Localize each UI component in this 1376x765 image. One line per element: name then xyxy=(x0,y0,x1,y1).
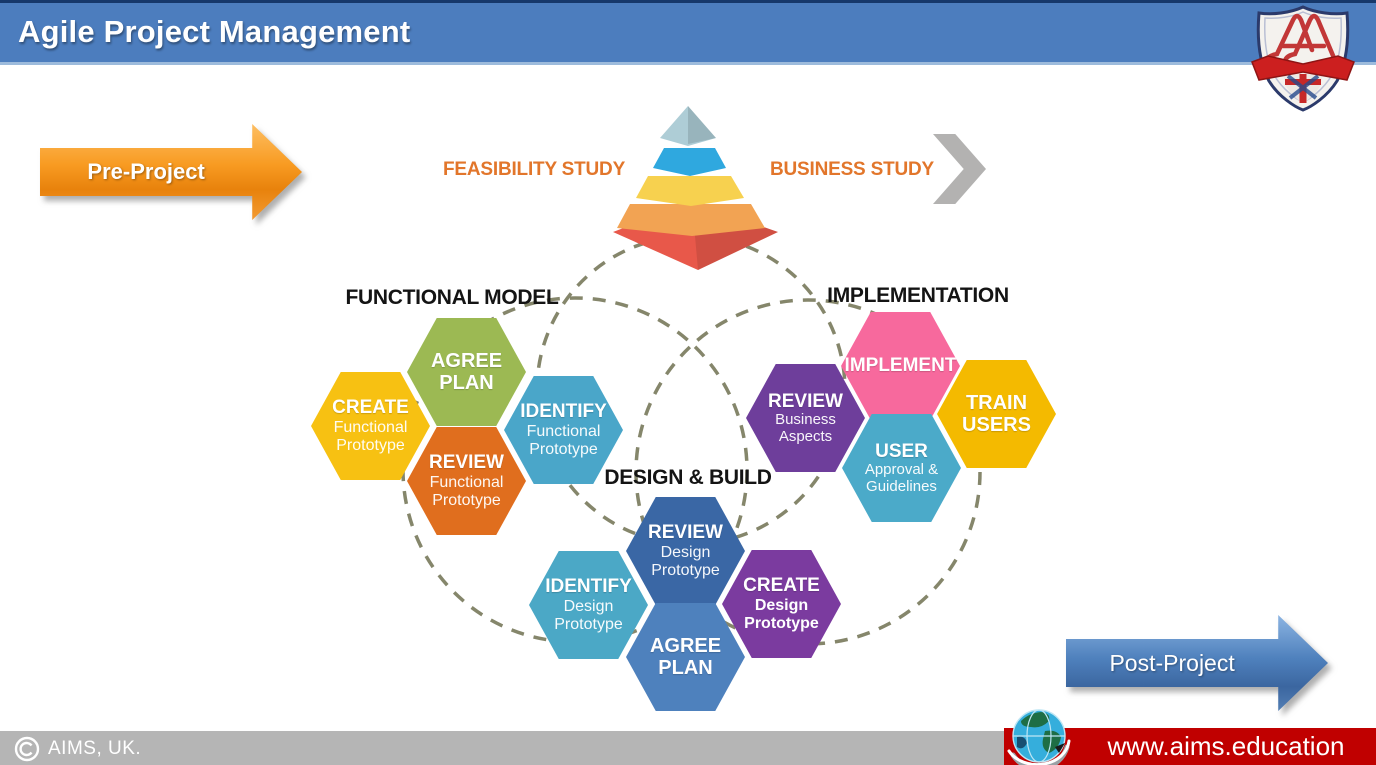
page-title: Agile Project Management xyxy=(18,14,411,49)
header-bar: Agile Project Management xyxy=(0,0,1376,65)
hexagon-agree-plan-functional: AGREE PLAN xyxy=(407,318,526,426)
business-study-label: BUSINESS STUDY xyxy=(770,159,935,180)
pre-project-arrow: Pre-Project xyxy=(40,124,302,220)
hexagon-sublabel: Guidelines xyxy=(866,477,937,495)
feasibility-study-label: FEASIBILITY STUDY xyxy=(443,159,626,180)
post-project-label: Post-Project xyxy=(1109,649,1235,676)
copyright-icon xyxy=(14,736,40,762)
hexagon-label: REVIEW xyxy=(648,522,723,544)
hexagon-sublabel: Design xyxy=(660,543,711,561)
cluster-title-functional-model: FUNCTIONAL MODEL xyxy=(345,286,559,309)
cluster-title-implementation: IMPLEMENTATION xyxy=(827,284,1009,307)
hexagon-sublabel: Prototype xyxy=(336,436,405,454)
hexagon-label: CREATE xyxy=(332,397,409,419)
hexagon-sublabel: Prototype xyxy=(554,615,623,633)
hexagon-label: PLAN xyxy=(658,657,713,679)
pre-project-label: Pre-Project xyxy=(87,159,205,184)
hexagon-label: USER xyxy=(875,440,928,462)
post-project-arrow: Post-Project xyxy=(1066,615,1328,711)
hexagon-review-functional-prototype: REVIEW Functional Prototype xyxy=(407,427,526,535)
hexagon-sublabel: Design xyxy=(754,596,809,614)
aims-crest-logo xyxy=(1251,5,1355,112)
hexagon-label: REVIEW xyxy=(429,452,504,474)
hexagon-label: IMPLEMENT xyxy=(844,355,957,377)
hexagon-label: CREATE xyxy=(743,575,820,597)
hexagon-sublabel: Prototype xyxy=(432,491,501,509)
hexagon-label: IDENTIFY xyxy=(545,576,632,598)
hexagon-label: REVIEW xyxy=(768,390,843,412)
hexagon-label: PLAN xyxy=(439,372,494,394)
pyramid-icon xyxy=(613,106,778,270)
globe-icon xyxy=(1007,709,1071,765)
hexagon-label: AGREE xyxy=(649,634,722,657)
hexagon-create-functional-prototype: CREATE Functional Prototype xyxy=(311,372,430,480)
hexagon-sublabel: Approval & xyxy=(864,460,939,478)
hexagon-sublabel: Design xyxy=(563,597,614,615)
hexagon-label: IDENTIFY xyxy=(520,401,607,423)
hexagon-sublabel: Prototype xyxy=(744,614,819,632)
hexagon-sublabel: Prototype xyxy=(529,440,598,458)
hexagon-sublabel: Functional xyxy=(526,422,601,440)
dashed-circle-right xyxy=(634,298,982,646)
hexagon-sublabel: Aspects xyxy=(778,427,833,445)
hexagon-label: USERS xyxy=(962,414,1031,436)
copyright-text: AIMS, UK. xyxy=(14,736,141,762)
hexagon-sublabel: Functional xyxy=(333,418,408,436)
website-url: www.aims.education xyxy=(1107,731,1345,761)
hexagon-label: TRAIN xyxy=(965,391,1028,414)
hexagon-sublabel: Business xyxy=(775,410,836,428)
hexagon-label: AGREE xyxy=(430,349,503,372)
hexagon-sublabel: Prototype xyxy=(651,561,720,579)
cluster-title-design-build: DESIGN & BUILD xyxy=(604,466,772,489)
copyright-label: AIMS, UK. xyxy=(48,738,142,759)
hexagon-sublabel: Functional xyxy=(429,473,504,491)
